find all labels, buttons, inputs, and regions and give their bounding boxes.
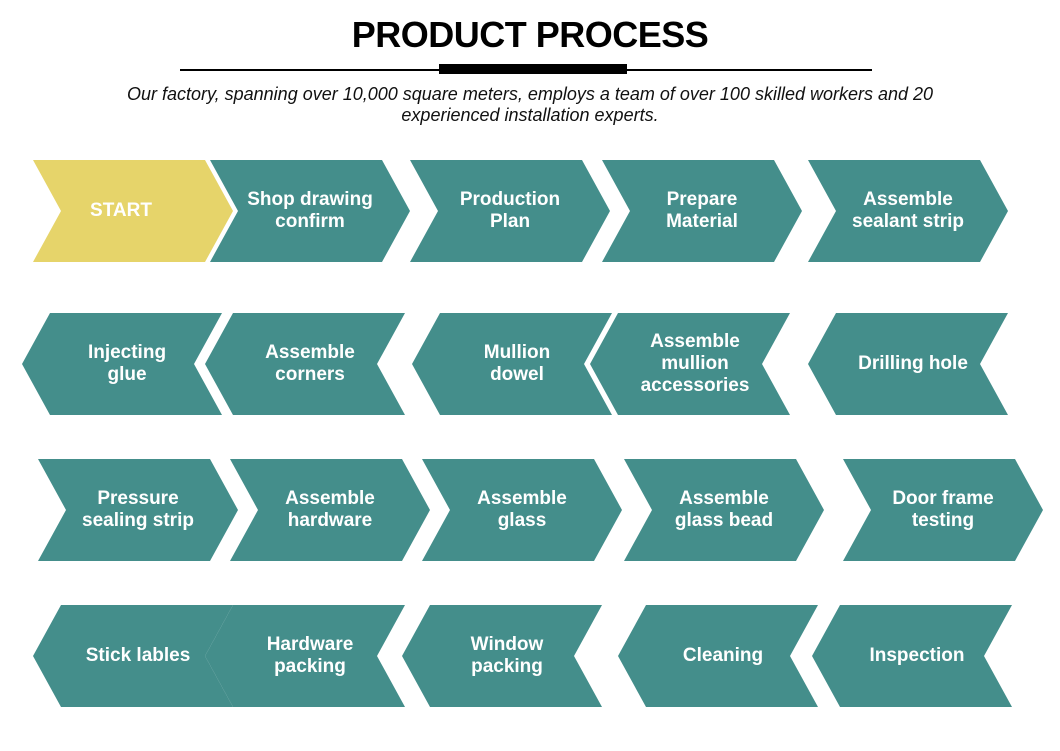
process-step-label: Injecting glue [87,342,167,385]
process-step-door-frame-testing: Door frame testing [843,459,1043,561]
process-step-stick-lables: Stick lables [33,605,233,707]
process-step-start: START [33,160,233,262]
page-subtitle: Our factory, spanning over 10,000 square… [126,84,934,125]
process-step-assemble-mullion-accessories: Assemble mullion accessories [590,313,790,415]
title-divider-accent [439,64,627,74]
chevron-arrow-icon [590,313,790,415]
process-step-shop-drawing-confirm: Shop drawing confirm [210,160,410,262]
process-step-prepare-material: Prepare Material [602,160,802,262]
chevron-arrow-icon [205,605,405,707]
process-step-label: Mullion dowel [483,342,551,385]
chevron-arrow-icon [808,313,1008,415]
process-step-assemble-glass: Assemble glass [422,459,622,561]
page-title: PRODUCT PROCESS [351,14,709,55]
chevron-arrow-icon [230,459,430,561]
process-step-label: Inspection [869,645,965,666]
process-step-label: Assemble hardware [285,488,375,531]
process-step-window-packing: Window packing [402,605,602,707]
process-step-drilling-hole: Drilling hole [808,313,1008,415]
process-step-label: Prepare Material [666,189,738,232]
process-step-label: Assemble corners [265,342,355,385]
process-step-production-plan: Production Plan [410,160,610,262]
chevron-arrow-icon [602,160,802,262]
process-step-label: Hardware packing [266,634,354,677]
chevron-arrow-icon [808,160,1008,262]
chevron-arrow-icon [33,605,233,707]
process-step-assemble-sealant-strip: Assemble sealant strip [808,160,1008,262]
process-step-assemble-hardware: Assemble hardware [230,459,430,561]
chevron-arrow-icon [412,313,612,415]
process-step-label: Assemble glass [477,488,567,531]
chevron-arrow-icon [618,605,818,707]
chevron-arrow-icon [410,160,610,262]
chevron-arrow-icon [843,459,1043,561]
process-step-label: Assemble mullion accessories [640,331,750,396]
process-step-label: Production Plan [459,189,561,232]
chevron-arrow-icon [422,459,622,561]
process-step-label: Assemble glass bead [674,488,774,531]
process-step-assemble-glass-bead: Assemble glass bead [624,459,824,561]
process-step-label: Door frame testing [892,488,994,531]
process-step-pressure-sealing-strip: Pressure sealing strip [38,459,238,561]
process-step-injecting-glue: Injecting glue [22,313,222,415]
chevron-arrow-icon [33,160,233,262]
process-step-inspection: Inspection [812,605,1012,707]
chevron-arrow-icon [22,313,222,415]
process-step-label: Window packing [470,634,544,677]
process-step-cleaning: Cleaning [618,605,818,707]
process-step-assemble-corners: Assemble corners [205,313,405,415]
chevron-arrow-icon [205,313,405,415]
process-step-label: Stick lables [85,645,191,666]
process-step-label: Shop drawing confirm [247,189,373,232]
chevron-arrow-icon [210,160,410,262]
process-step-label: Drilling hole [858,353,968,374]
process-step-hardware-packing: Hardware packing [205,605,405,707]
chevron-arrow-icon [38,459,238,561]
process-step-label: Pressure sealing strip [82,488,194,531]
process-step-label: Cleaning [682,645,764,666]
chevron-arrow-icon [812,605,1012,707]
chevron-arrow-icon [402,605,602,707]
process-step-mullion-dowel: Mullion dowel [412,313,612,415]
chevron-arrow-icon [624,459,824,561]
process-step-label: Assemble sealant strip [852,189,964,232]
process-step-label: START [90,200,152,221]
